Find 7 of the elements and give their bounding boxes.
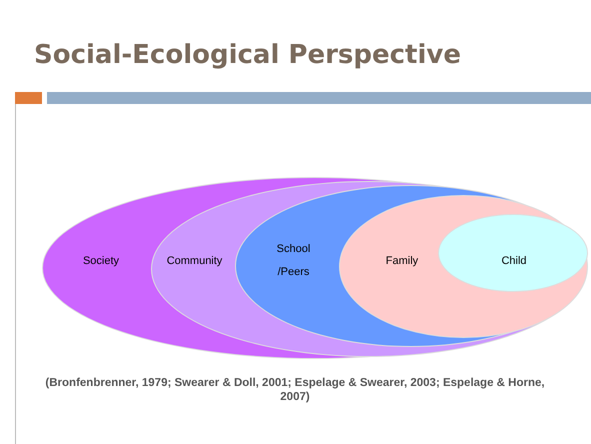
level-label: Family — [384, 254, 420, 269]
level-label: Community — [166, 254, 224, 269]
level-label: School /Peers — [276, 242, 312, 280]
citation-caption: (Bronfenbrenner, 1979; Swearer & Doll, 2001; Espelage & Swearer, 2003; Espelage & Horne, 2007) — [44, 376, 546, 404]
level-label: Society — [82, 254, 120, 269]
level-label: Child — [500, 254, 528, 269]
slide-title: Social-Ecological Perspective — [34, 40, 461, 70]
